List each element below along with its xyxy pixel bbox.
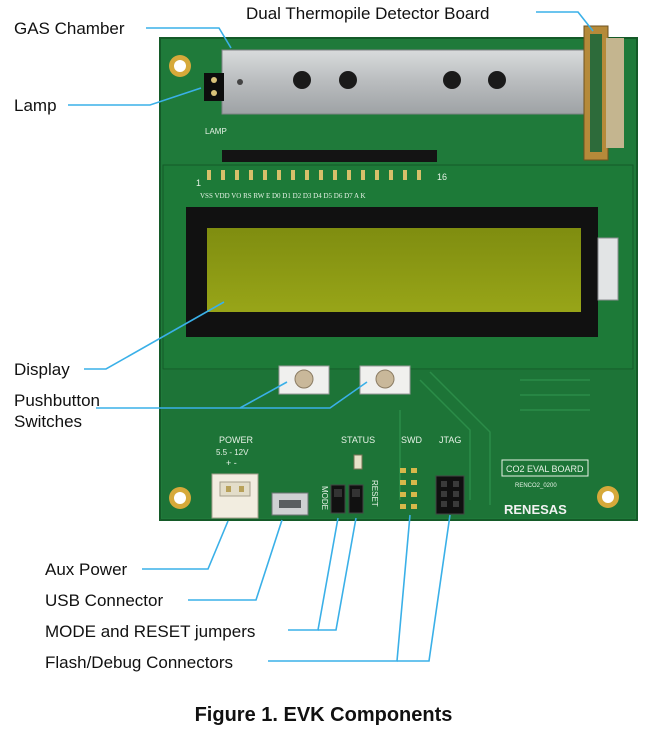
pushbutton-leader-right	[240, 381, 368, 409]
lcd-screen	[207, 228, 581, 312]
lcd-backlight-tab	[597, 237, 619, 301]
callout-pushbutton-switches: Pushbutton Switches	[14, 391, 101, 431]
aux-power-connector	[211, 473, 259, 519]
lcd-header-strip	[222, 150, 437, 162]
callout-aux-power: Aux Power	[45, 560, 128, 579]
status-label: STATUS	[341, 435, 375, 445]
display-leader	[84, 301, 225, 370]
lamp-leader	[68, 87, 202, 106]
flash-leader-jtag	[397, 514, 451, 662]
callout-usb-connector: USB Connector	[45, 591, 164, 610]
power-polarity: + -	[226, 458, 237, 468]
jumpers-leader-mode	[288, 517, 339, 631]
flash-leader-swd	[268, 514, 411, 662]
reset-jumper	[348, 484, 364, 514]
swd-label: SWD	[401, 435, 422, 445]
mode-label: MODE	[320, 486, 329, 510]
lamp-board-label: LAMP	[205, 127, 227, 136]
mode-jumper	[330, 484, 346, 514]
callout-mode-reset-jumpers: MODE and RESET jumpers	[45, 622, 256, 641]
lamp-connector	[204, 73, 224, 101]
lcd-header-pins	[207, 170, 421, 180]
brand-logo: RENESAS	[504, 502, 567, 517]
jtag-label: JTAG	[439, 435, 461, 445]
thermopile-leader	[536, 11, 594, 32]
thermopile-board	[583, 25, 624, 161]
callout-lamp: Lamp	[14, 96, 57, 115]
jumpers-leader-reset	[318, 517, 357, 631]
usb-leader	[188, 519, 283, 601]
jtag-header	[435, 475, 465, 515]
lcd-pin-1: 1	[196, 178, 201, 188]
pushbutton-right	[359, 365, 411, 395]
lcd-pin-labels: VSS VDD VO RS RW E D0 D1 D2 D3 D4 D5 D6 …	[200, 192, 366, 200]
power-label: POWER	[219, 435, 254, 445]
pcb-traces	[399, 371, 590, 505]
eval-label-box	[501, 459, 589, 477]
gas-chamber-leader	[146, 27, 232, 49]
part-number: RENCO2_0200	[515, 483, 557, 489]
eval-label: CO2 EVAL BOARD	[506, 464, 584, 474]
callout-display: Display	[14, 360, 70, 379]
reset-label: RESET	[370, 480, 379, 507]
callout-gas-chamber: GAS Chamber	[14, 19, 125, 38]
pushbutton-left	[278, 365, 330, 395]
callout-thermopile-board: Dual Thermopile Detector Board	[246, 4, 490, 23]
callout-lines	[68, 11, 594, 662]
lcd-pin-16: 16	[437, 172, 447, 182]
aux-power-leader	[142, 520, 229, 570]
chamber-holes	[237, 71, 506, 89]
swd-pads	[400, 468, 417, 509]
power-range: 5.5 - 12V	[216, 448, 249, 457]
figure-caption: Figure 1. EVK Components	[194, 704, 453, 726]
callout-flash-debug-connectors: Flash/Debug Connectors	[45, 653, 234, 672]
status-led	[353, 454, 363, 470]
usb-connector	[271, 492, 309, 516]
gas-chamber	[221, 49, 585, 115]
